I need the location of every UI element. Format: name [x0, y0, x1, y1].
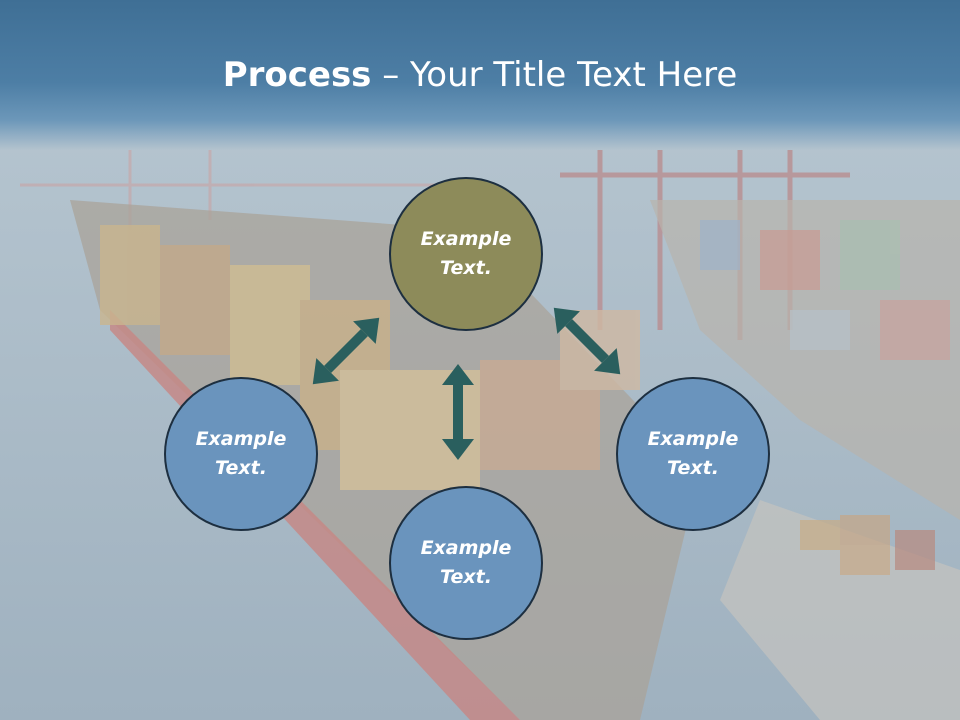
- double-arrow-icon: [442, 364, 474, 460]
- title-rest: – Your Title Text Here: [371, 55, 738, 95]
- title-banner: Process – Your Title Text Here: [0, 0, 960, 150]
- process-node-bottom: Example Text.: [389, 486, 543, 640]
- double-arrow-icon: [553, 307, 621, 375]
- process-node-top: Example Text.: [389, 177, 543, 331]
- title-bold: Process: [222, 55, 372, 95]
- double-arrow-icon: [312, 317, 380, 385]
- slide-title: Process – Your Title Text Here: [0, 52, 960, 98]
- process-node-left: Example Text.: [164, 377, 318, 531]
- node-bottom-label: Example Text.: [420, 537, 512, 588]
- node-left-label: Example Text.: [195, 428, 287, 479]
- process-node-right: Example Text.: [616, 377, 770, 531]
- node-right-label: Example Text.: [647, 428, 739, 479]
- node-top-label: Example Text.: [420, 228, 512, 279]
